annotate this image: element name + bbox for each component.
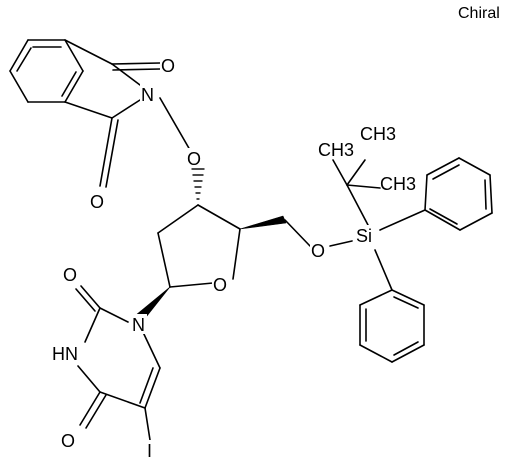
atom-label-n-uracil: N <box>131 314 147 335</box>
atom-label-o-uracil-4: O <box>60 430 78 451</box>
svg-text:N: N <box>141 85 154 105</box>
atom-label-n-imide: N <box>140 84 156 105</box>
uracil-ring <box>75 285 161 441</box>
phenyl-ring-upper <box>424 157 493 231</box>
atom-label-o-imide-bottom: O <box>89 191 107 212</box>
svg-text:O: O <box>61 431 75 451</box>
atom-label-o-imide-top: O <box>160 55 178 76</box>
atom-label-si: Si <box>355 225 379 247</box>
atom-label-o-silyl-ether: O <box>310 240 328 261</box>
atom-label-o-ring: O <box>212 274 230 295</box>
hashed-bond-c3-o <box>191 168 205 200</box>
svg-text:O: O <box>161 56 175 76</box>
phthalimide-imide-ring <box>64 39 191 188</box>
atom-label-o-linker: O <box>186 148 204 169</box>
atom-label-ch3-right: CH3 <box>380 174 416 194</box>
svg-text:Si: Si <box>356 226 372 246</box>
atom-label-nh-uracil: HN <box>52 343 80 364</box>
atom-label-iodine: I <box>146 440 156 461</box>
phenyl-ring-lower <box>359 289 425 363</box>
svg-text:N: N <box>132 315 145 335</box>
svg-text:HN: HN <box>52 344 78 364</box>
sugar-ring <box>157 204 241 288</box>
atom-label-ch3-top-left: CH3 <box>318 140 354 160</box>
svg-text:CH3: CH3 <box>318 140 354 160</box>
svg-text:I: I <box>147 441 152 461</box>
phthalimide-benzene-ring <box>9 39 84 103</box>
silyl-group <box>329 159 426 291</box>
svg-text:O: O <box>90 192 104 212</box>
atom-label-ch3-top-right: CH3 <box>360 124 396 144</box>
atom-label-o-uracil-2: O <box>62 264 80 285</box>
svg-text:CH3: CH3 <box>360 124 396 144</box>
svg-text:O: O <box>63 265 77 285</box>
svg-text:O: O <box>311 241 325 261</box>
svg-text:O: O <box>213 275 227 295</box>
wedge-bond-c4-ch2 <box>239 215 287 230</box>
svg-text:CH3: CH3 <box>380 174 416 194</box>
chiral-label: Chiral <box>458 5 500 22</box>
svg-text:O: O <box>187 149 201 169</box>
